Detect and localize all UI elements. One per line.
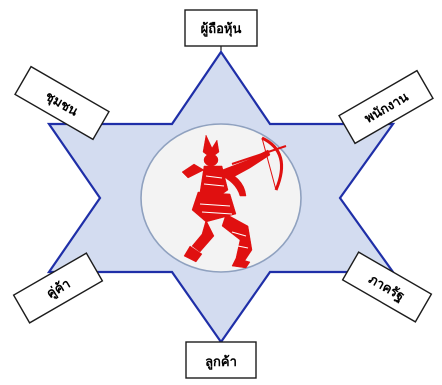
label-bottom: ลูกค้า [205,354,237,370]
label-box-bottom: ลูกค้า [186,342,256,378]
label-box-top: ผู้ถือหุ้น [185,10,257,46]
label-top: ผู้ถือหุ้น [201,21,242,37]
